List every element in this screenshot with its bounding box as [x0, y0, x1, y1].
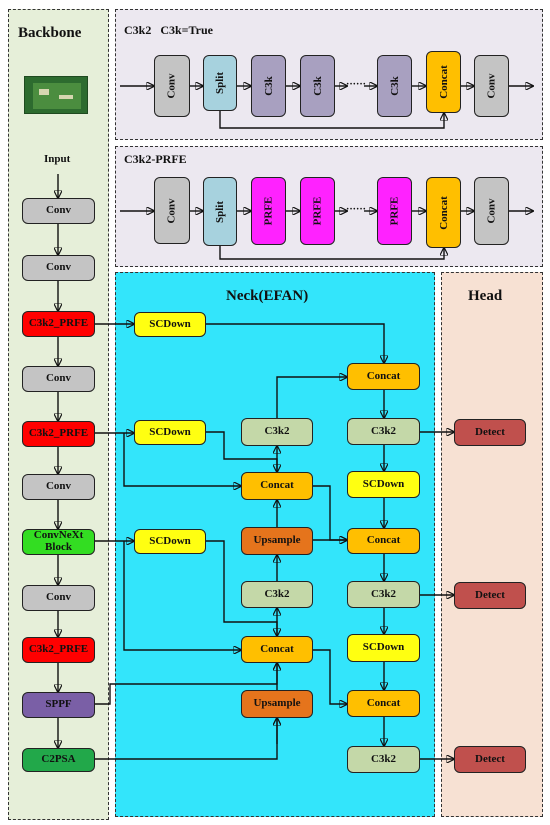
c3k2-split: Split [203, 55, 237, 111]
backbone-sppf: SPPF [22, 692, 95, 718]
prfe-concat: Concat [426, 177, 461, 248]
prfe-conv-out-label: Conv [485, 198, 498, 224]
prfe-split-label: Split [213, 200, 226, 223]
neck-right-scdown-2: SCDown [347, 634, 420, 662]
c3k2-c3k-1: C3k [251, 55, 286, 117]
backbone-convnext-block: ConvNeXt Block [22, 529, 95, 555]
c3k2-c3k-2-label: C3k [311, 76, 324, 96]
prfe-block-1-label: PRFE [262, 196, 275, 226]
prfe-block-n-label: PRFE [388, 196, 401, 226]
head-panel [441, 272, 543, 817]
c3k2-conv-in: Conv [154, 55, 190, 117]
prfe-block-2-label: PRFE [311, 196, 324, 226]
c3k2-c3k-n: C3k [377, 55, 412, 117]
backbone-conv-2: Conv [22, 255, 95, 281]
head-detect-2: Detect [454, 582, 526, 609]
prfe-block-2: PRFE [300, 177, 335, 245]
prfe-conv-in: Conv [154, 177, 190, 244]
c3k2-ellipsis: ······ [346, 79, 367, 90]
c3k2-c3k-n-label: C3k [388, 76, 401, 96]
neck-right-c3k2-3: C3k2 [347, 746, 420, 773]
c3k2-split-label: Split [213, 71, 226, 95]
c3k2-conv-in-label: Conv [166, 73, 178, 99]
backbone-title: Backbone [18, 25, 82, 41]
neck-right-scdown-1: SCDown [347, 471, 420, 498]
c3k2-c3k-2: C3k [300, 55, 335, 117]
head-detect-1: Detect [454, 419, 526, 446]
neck-mid-c3k2-1: C3k2 [241, 418, 313, 446]
backbone-conv-3: Conv [22, 366, 95, 392]
neck-mid-concat-2: Concat [241, 636, 313, 663]
neck-scdown-2: SCDown [134, 420, 206, 445]
neck-mid-c3k2-2: C3k2 [241, 581, 313, 608]
c3k2-concat-label: Concat [437, 65, 450, 99]
head-title: Head [468, 288, 503, 304]
prfe-concat-label: Concat [437, 195, 450, 230]
neck-scdown-1: SCDown [134, 312, 206, 337]
backbone-c3k2-prfe-2: C3k2_PRFE [22, 421, 95, 447]
prfe-conv-out: Conv [474, 177, 509, 245]
neck-right-concat-1: Concat [347, 363, 420, 390]
input-label: Input [44, 153, 71, 165]
input-image-thumbnail [24, 76, 88, 114]
neck-right-c3k2-1: C3k2 [347, 418, 420, 445]
neck-title: Neck(EFAN) [226, 288, 309, 304]
prfe-ellipsis: ······ [346, 204, 367, 215]
c3k2-c3k-1-label: C3k [262, 76, 275, 96]
neck-mid-upsample-1: Upsample [241, 527, 313, 555]
prfe-conv-in-label: Conv [166, 197, 178, 224]
c3k2-title: C3k2 C3k=True [124, 23, 213, 37]
c3k2-conv-out-label: Conv [485, 73, 498, 99]
prfe-block-1: PRFE [251, 177, 286, 245]
c3k2-prfe-title: C3k2-PRFE [124, 152, 187, 166]
head-detect-3: Detect [454, 746, 526, 773]
prfe-split: Split [203, 177, 237, 246]
prfe-block-n: PRFE [377, 177, 412, 245]
backbone-c3k2-prfe-1: C3k2_PRFE [22, 311, 95, 337]
neck-scdown-3: SCDown [134, 529, 206, 554]
backbone-conv-5: Conv [22, 585, 95, 611]
neck-mid-upsample-2: Upsample [241, 690, 313, 718]
neck-right-concat-2: Concat [347, 528, 420, 554]
backbone-conv-4: Conv [22, 474, 95, 500]
backbone-c2psa: C2PSA [22, 748, 95, 772]
neck-mid-concat-1: Concat [241, 472, 313, 500]
neck-right-c3k2-2: C3k2 [347, 581, 420, 608]
neck-right-concat-3: Concat [347, 690, 420, 717]
backbone-c3k2-prfe-3: C3k2_PRFE [22, 637, 95, 663]
backbone-conv-1: Conv [22, 198, 95, 224]
c3k2-concat: Concat [426, 51, 461, 113]
c3k2-conv-out: Conv [474, 55, 509, 117]
